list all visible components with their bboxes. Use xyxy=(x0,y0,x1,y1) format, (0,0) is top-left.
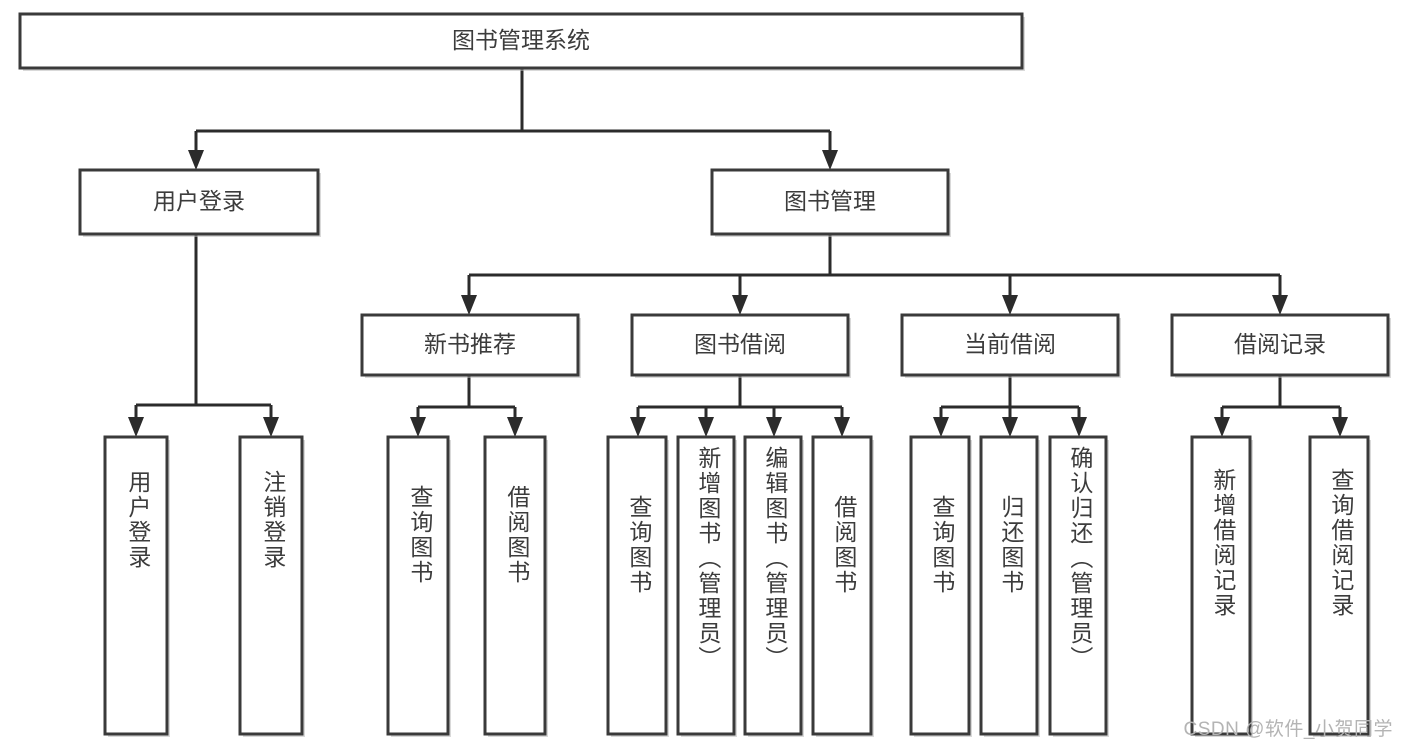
node-current-borrow-label: 当前借阅 xyxy=(964,331,1056,357)
node-leaf-confirm-return-label: 确认归还（管理员） xyxy=(1067,446,1094,671)
node-root[interactable]: 图书管理系统 xyxy=(18,12,1025,71)
node-leaf-query-book-2[interactable]: 查询图书 xyxy=(606,435,669,737)
node-leaf-query-book-1-label: 查询图书 xyxy=(407,485,434,585)
node-book-manage-label: 图书管理 xyxy=(784,188,876,214)
node-leaf-query-record[interactable]: 查询借阅记录 xyxy=(1308,435,1371,737)
node-leaf-query-book-1[interactable]: 查询图书 xyxy=(386,435,451,737)
node-leaf-query-book-3-label: 查询图书 xyxy=(929,495,956,595)
connector-user-login-children xyxy=(128,234,279,437)
connector-new-book-rec-children xyxy=(410,375,523,437)
csdn-watermark: CSDN @软件_小贺同学 xyxy=(1183,719,1393,740)
node-new-book-rec[interactable]: 新书推荐 xyxy=(360,313,581,378)
node-book-borrow[interactable]: 图书借阅 xyxy=(630,313,851,378)
node-leaf-user-login[interactable]: 用户登录 xyxy=(103,435,170,737)
node-leaf-return-book-label: 归还图书 xyxy=(998,495,1025,595)
node-root-label: 图书管理系统 xyxy=(452,27,590,53)
node-leaf-logout[interactable]: 注销登录 xyxy=(238,435,305,737)
node-leaf-add-record[interactable]: 新增借阅记录 xyxy=(1190,435,1253,737)
node-leaf-logout-label: 注销登录 xyxy=(260,470,287,570)
node-new-book-rec-label: 新书推荐 xyxy=(424,331,516,357)
node-leaf-edit-book-label: 编辑图书（管理员） xyxy=(762,446,789,671)
node-leaf-query-record-label: 查询借阅记录 xyxy=(1328,468,1355,618)
node-borrow-record-label: 借阅记录 xyxy=(1234,331,1326,357)
node-leaf-return-book[interactable]: 归还图书 xyxy=(979,435,1040,737)
connector-book-borrow-children xyxy=(630,375,850,437)
node-leaf-query-book-2-label: 查询图书 xyxy=(626,495,653,595)
node-current-borrow[interactable]: 当前借阅 xyxy=(900,313,1121,378)
node-leaf-add-book[interactable]: 新增图书（管理员） xyxy=(676,435,737,737)
node-book-manage[interactable]: 图书管理 xyxy=(710,168,951,237)
node-leaf-borrow-book-1-label: 借阅图书 xyxy=(504,485,531,585)
connector-root-trunk xyxy=(188,68,838,170)
node-borrow-record[interactable]: 借阅记录 xyxy=(1170,313,1391,378)
connector-current-borrow-children xyxy=(933,375,1087,437)
node-user-login[interactable]: 用户登录 xyxy=(78,168,321,237)
connector-borrow-record-children xyxy=(1214,375,1348,437)
node-leaf-edit-book[interactable]: 编辑图书（管理员） xyxy=(743,435,804,737)
node-book-borrow-label: 图书借阅 xyxy=(694,331,786,357)
connector-book-manage-children xyxy=(461,234,1288,315)
node-leaf-borrow-book-2[interactable]: 借阅图书 xyxy=(811,435,874,737)
node-leaf-add-book-label: 新增图书（管理员） xyxy=(695,446,722,671)
node-leaf-query-book-3[interactable]: 查询图书 xyxy=(909,435,972,737)
node-leaf-add-record-label: 新增借阅记录 xyxy=(1210,468,1237,618)
node-leaf-borrow-book-1[interactable]: 借阅图书 xyxy=(483,435,548,737)
node-leaf-confirm-return[interactable]: 确认归还（管理员） xyxy=(1048,435,1109,737)
node-leaf-user-login-label: 用户登录 xyxy=(125,470,152,570)
node-leaf-borrow-book-2-label: 借阅图书 xyxy=(831,495,858,595)
node-user-login-label: 用户登录 xyxy=(153,188,245,214)
